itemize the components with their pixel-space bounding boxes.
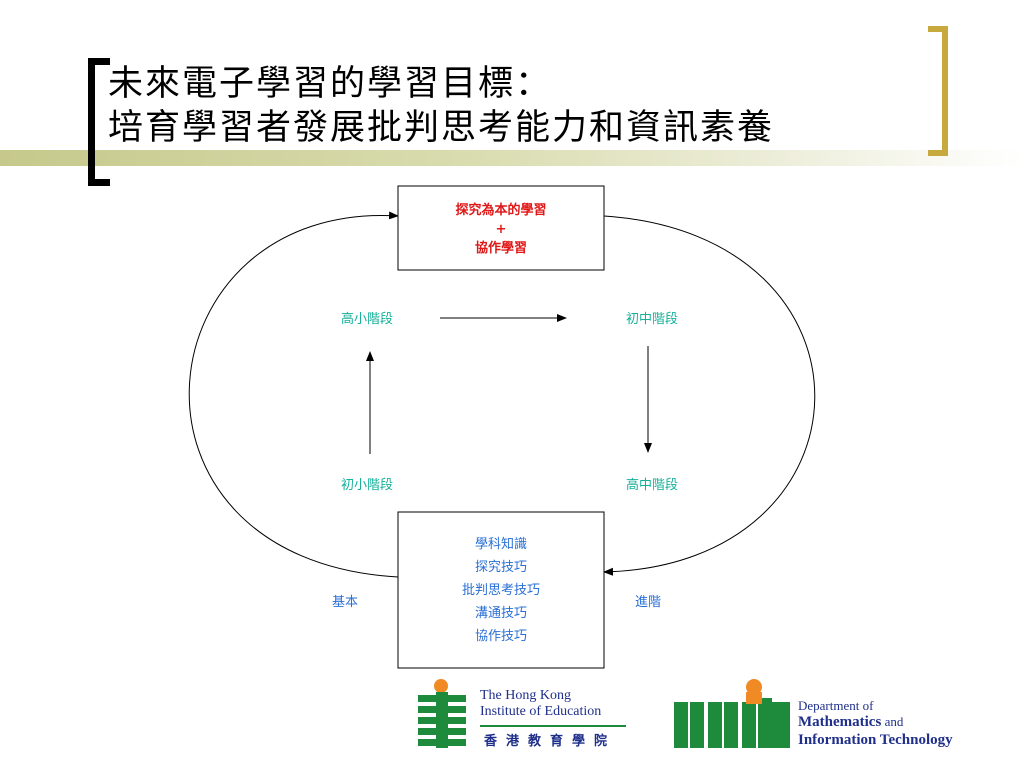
label-basic: 基本 xyxy=(332,595,358,610)
stage-junior-secondary: 初中階段 xyxy=(626,312,678,327)
mit-department-logo: Department of Mathematics and Informatio… xyxy=(672,678,982,754)
slide-title-line-2: 培育學習者發展批判思考能力和資訊素養 xyxy=(108,108,775,148)
hkied-name-line-1: The Hong Kong xyxy=(480,688,571,703)
right-title-bracket xyxy=(928,26,948,156)
hkied-chinese-name: 香港教育學院 xyxy=(484,733,617,748)
skill-item-communication: 溝通技巧 xyxy=(475,606,527,621)
mit-name-and: and xyxy=(881,714,904,729)
slide-title: 未來電子學習的學習目標： 培育學習者發展批判思考能力和資訊素養 xyxy=(108,62,928,150)
left-title-bracket xyxy=(88,58,110,186)
label-advanced: 進階 xyxy=(635,595,661,610)
hkied-name-line-2: Institute of Education xyxy=(480,704,602,719)
skill-item-collaboration: 協作技巧 xyxy=(475,629,527,644)
right-cycle-arc xyxy=(603,215,816,576)
mit-name-line-2: Mathematics and xyxy=(798,713,953,731)
title-accent-bar xyxy=(0,150,1024,166)
stage-lower-primary: 初小階段 xyxy=(341,478,393,493)
hkied-divider xyxy=(480,725,626,727)
top-box-line-1: 探究為本的學習 xyxy=(455,202,546,218)
mit-name-mathematics: Mathematics xyxy=(798,714,882,730)
mit-emblem-icon xyxy=(674,679,790,748)
mit-department-name: Department of Mathematics and Informatio… xyxy=(798,698,953,749)
mit-name-line-1: Department of xyxy=(798,698,874,713)
top-box-line-3: 協作學習 xyxy=(475,240,527,256)
stage-upper-primary: 高小階段 xyxy=(341,311,393,327)
bottom-skills-box xyxy=(397,511,605,669)
top-learning-box xyxy=(397,185,605,271)
mit-name-line-3: Information Technology xyxy=(798,732,953,748)
skill-item-inquiry: 探究技巧 xyxy=(475,560,527,575)
hkied-emblem-icon xyxy=(418,679,466,748)
slide-title-line-1: 未來電子學習的學習目標： xyxy=(108,64,553,104)
stage-senior-secondary: 高中階段 xyxy=(626,477,678,493)
top-box-line-2: + xyxy=(496,222,507,237)
skill-item-critical-thinking: 批判思考技巧 xyxy=(462,583,540,598)
hkied-name: The Hong Kong Institute of Education xyxy=(480,688,601,720)
hkied-logo: The Hong Kong Institute of Education 香港教… xyxy=(414,678,634,750)
left-cycle-arc xyxy=(188,211,399,578)
skill-item-subject-knowledge: 學科知識 xyxy=(475,536,527,552)
